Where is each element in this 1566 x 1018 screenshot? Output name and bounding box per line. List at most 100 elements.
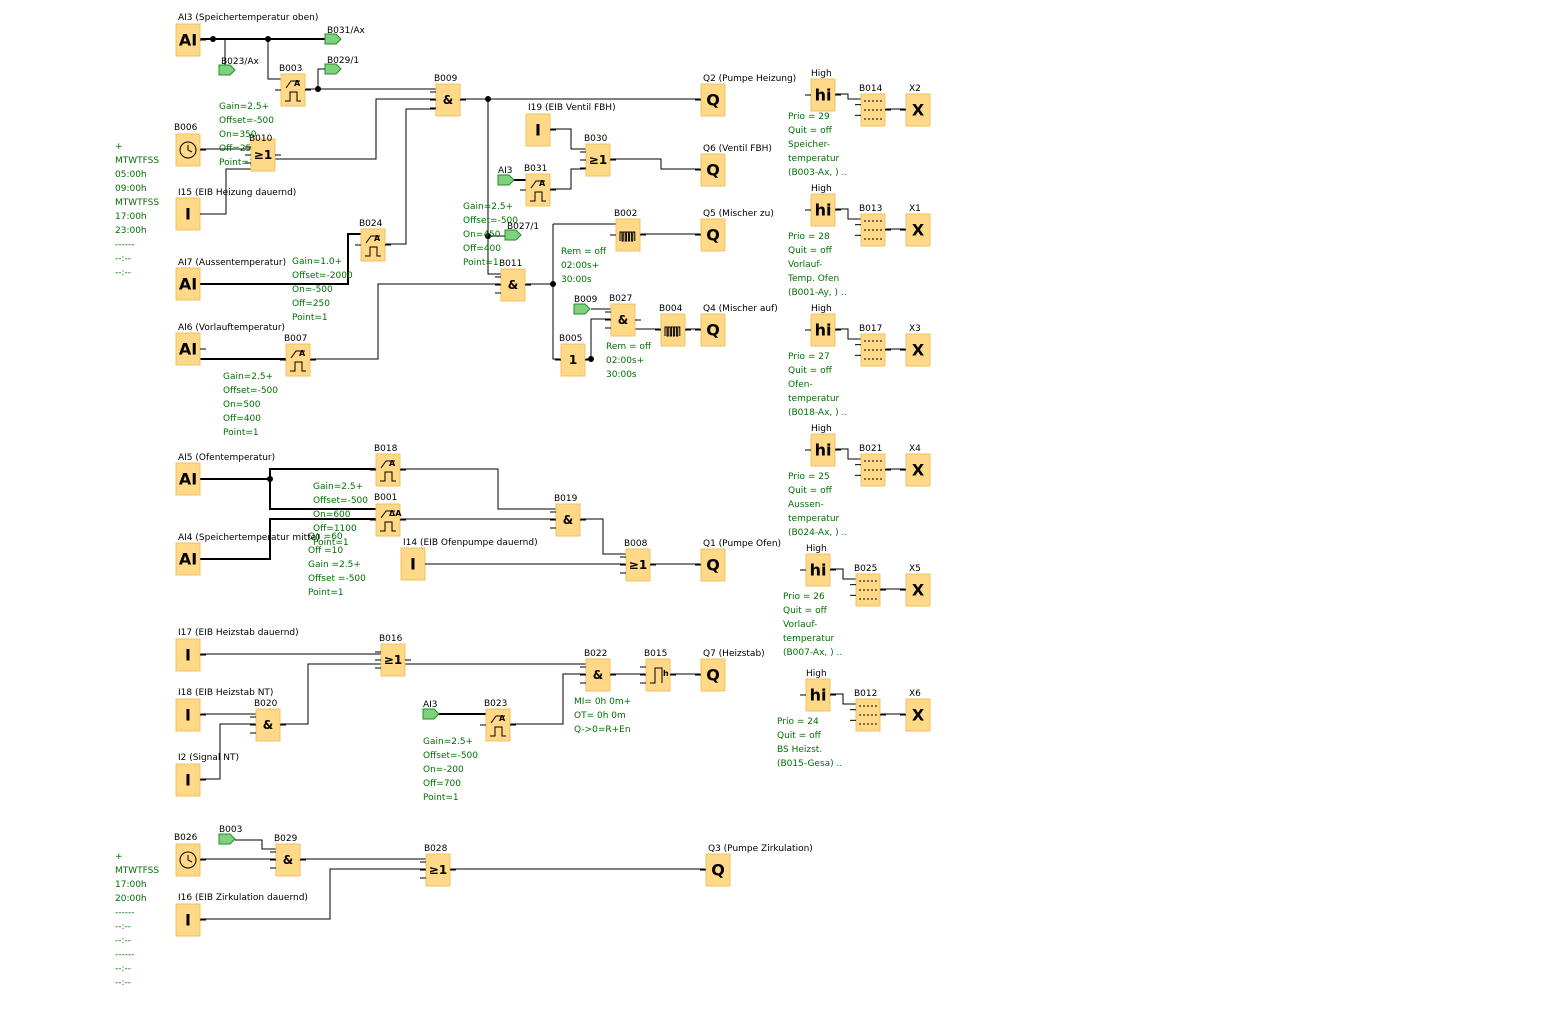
block-body[interactable] — [400, 547, 426, 581]
block-body[interactable] — [810, 193, 836, 227]
block-body[interactable] — [175, 462, 201, 496]
block-b025[interactable]: B025 — [854, 564, 881, 607]
block-body[interactable] — [175, 267, 201, 301]
block-body[interactable] — [485, 708, 511, 742]
block-body[interactable] — [285, 343, 311, 377]
junction-dot — [550, 281, 556, 287]
block-b026[interactable]: B026 — [174, 833, 201, 877]
block-i2[interactable]: II2 (Signal NT) — [175, 753, 239, 797]
junction-dot — [485, 233, 491, 239]
block-symbol: Q — [706, 556, 720, 575]
block-label: I15 (EIB Heizung dauernd) — [178, 188, 296, 198]
block-body[interactable] — [700, 548, 726, 582]
block-body[interactable] — [805, 678, 831, 712]
block-body[interactable] — [585, 143, 611, 177]
block-q2[interactable]: QQ2 (Pumpe Heizung) — [700, 74, 796, 117]
block-x2[interactable]: XX2 — [905, 84, 931, 127]
block-body[interactable] — [375, 453, 401, 487]
block-b029[interactable]: &B029 — [274, 834, 301, 877]
parameter-line: Point=1 — [423, 793, 459, 803]
block-body[interactable] — [625, 548, 651, 582]
block-x6[interactable]: XX6 — [905, 689, 931, 732]
block-b021[interactable]: B021 — [859, 444, 886, 487]
block-body[interactable] — [250, 138, 276, 172]
block-x1[interactable]: XX1 — [905, 204, 931, 247]
block-q3[interactable]: QQ3 (Pumpe Zirkulation) — [705, 844, 813, 887]
parameter-line: 05:00h — [115, 170, 147, 180]
block-body[interactable] — [175, 332, 201, 366]
block-q6[interactable]: QQ6 (Ventil FBH) — [700, 144, 772, 187]
block-body[interactable] — [275, 843, 301, 877]
block-b020[interactable]: &B020 — [254, 699, 281, 742]
block-q7[interactable]: QQ7 (Heizstab) — [700, 649, 765, 692]
block-q1[interactable]: QQ1 (Pumpe Ofen) — [700, 539, 781, 582]
block-body[interactable] — [280, 73, 306, 107]
block-symbol: Q — [706, 321, 720, 340]
block-b019[interactable]: &B019 — [554, 494, 581, 537]
block-body[interactable] — [435, 83, 461, 117]
block-body[interactable] — [360, 228, 386, 262]
block-b013[interactable]: B013 — [859, 204, 886, 247]
block-body[interactable] — [175, 698, 201, 732]
block-b027[interactable]: &B027 — [609, 294, 636, 337]
block-x3[interactable]: XX3 — [905, 324, 931, 367]
block-body[interactable] — [905, 93, 931, 127]
block-body[interactable] — [555, 503, 581, 537]
block-b004[interactable]: B004 — [659, 304, 686, 347]
block-q5[interactable]: QQ5 (Mischer zu) — [700, 209, 774, 252]
block-x5[interactable]: XX5 — [905, 564, 931, 607]
block-x4[interactable]: XX4 — [905, 444, 931, 487]
block-b011[interactable]: &B011 — [499, 259, 526, 302]
block-body[interactable] — [525, 173, 551, 207]
block-body[interactable] — [705, 853, 731, 887]
block-b012[interactable]: B012 — [854, 689, 881, 732]
block-b002[interactable]: B002 — [614, 209, 641, 252]
block-body[interactable] — [905, 333, 931, 367]
block-b014[interactable]: B014 — [859, 84, 886, 127]
block-b009[interactable]: &B009 — [434, 74, 461, 117]
block-body[interactable] — [700, 153, 726, 187]
block-q4[interactable]: QQ4 (Mischer auf) — [700, 304, 778, 347]
block-body[interactable] — [175, 23, 201, 57]
block-body[interactable] — [905, 698, 931, 732]
block-body[interactable] — [380, 643, 406, 677]
block-symbol: AI — [179, 550, 197, 569]
block-body[interactable] — [175, 197, 201, 231]
block-b022[interactable]: &B022 — [584, 649, 611, 692]
block-body[interactable] — [610, 303, 636, 337]
block-b017[interactable]: B017 — [859, 324, 886, 367]
block-b006[interactable]: B006 — [174, 123, 201, 167]
block-body[interactable] — [905, 453, 931, 487]
block-body[interactable] — [700, 313, 726, 347]
